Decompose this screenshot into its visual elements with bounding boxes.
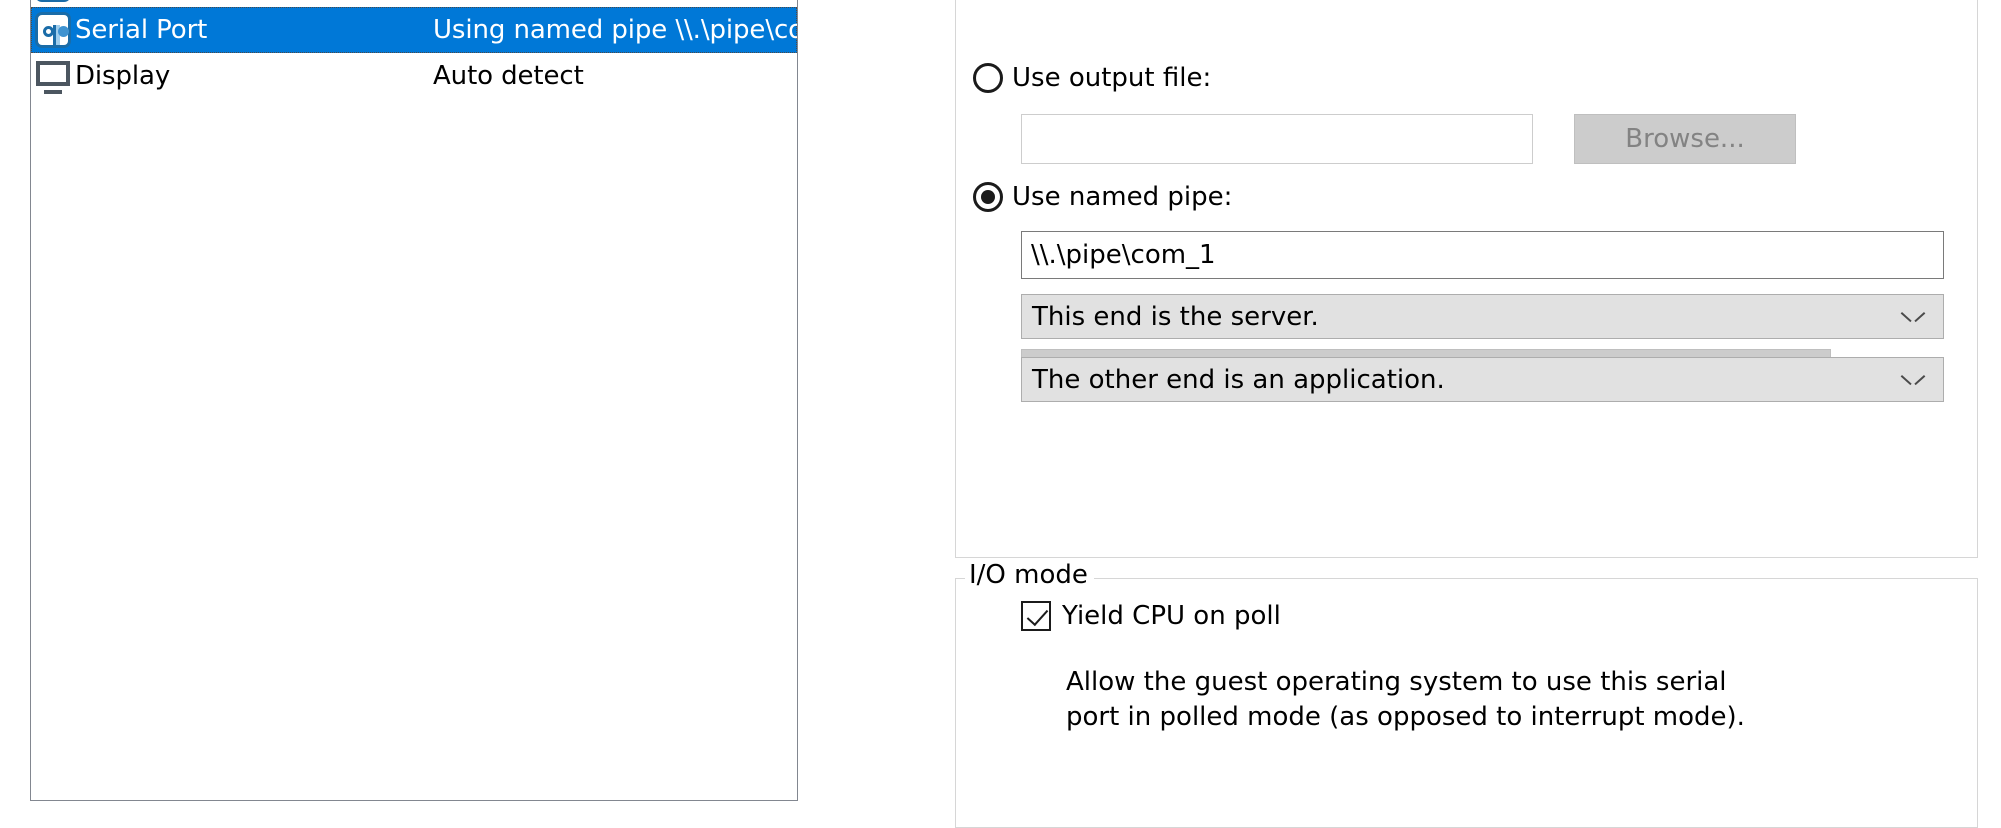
io-mode-description: Allow the guest operating system to use … [1066,667,1745,732]
radio-icon [973,63,1003,93]
pipe-other-end-dropdown[interactable]: The other end is an application. [1021,357,1944,402]
named-pipe-path-input[interactable]: \\.\pipe\com_1 [1021,231,1944,279]
named-pipe-path-value: \\.\pipe\com_1 [1031,240,1216,270]
list-item-label: Serial Port [75,15,208,45]
radio-icon [973,182,1003,212]
chevron-down-icon [1903,375,1923,386]
output-file-path-input[interactable] [1021,114,1533,164]
list-item-display[interactable]: Display Auto detect [31,53,797,99]
browse-button[interactable]: Browse... [1574,114,1796,164]
list-item-summary: Using named pipe \\.\pipe\com_1 [433,15,797,45]
use-output-file-radio[interactable]: Use output file: [973,63,1211,93]
chevron-down-icon [1903,312,1923,323]
list-item-label: Display [75,61,171,91]
display-icon [35,58,71,94]
yield-cpu-on-poll-checkbox[interactable]: Yield CPU on poll [1021,601,1281,631]
connection-groupbox: Auto detect Use output file: Browse... U… [955,0,1978,558]
pipe-other-end-value: The other end is an application. [1032,364,1445,395]
yield-cpu-on-poll-label: Yield CPU on poll [1062,601,1281,631]
use-named-pipe-radio[interactable]: Use named pipe: [973,182,1232,212]
browse-button-label: Browse... [1625,124,1745,154]
checkbox-icon [1021,601,1051,631]
use-output-file-label: Use output file: [1012,63,1212,93]
settings-pane: Auto detect Use output file: Browse... U… [955,0,1978,828]
use-named-pipe-label: Use named pipe: [1012,182,1233,212]
list-item-serial-port[interactable]: Serial Port Using named pipe \\.\pipe\co… [31,7,797,53]
list-item[interactable] [31,0,797,7]
device-list[interactable]: Serial Port Using named pipe \\.\pipe\co… [30,0,798,801]
serial-port-icon [35,0,71,2]
serial-port-icon [35,12,71,48]
list-item-summary: Auto detect [433,61,584,91]
pipe-end-role-value: This end is the server. [1032,301,1319,332]
io-mode-groupbox-title: I/O mode [965,562,1094,588]
pipe-end-role-dropdown[interactable]: This end is the server. [1021,294,1944,339]
io-mode-groupbox: I/O mode Yield CPU on poll Allow the gue… [955,562,1978,828]
